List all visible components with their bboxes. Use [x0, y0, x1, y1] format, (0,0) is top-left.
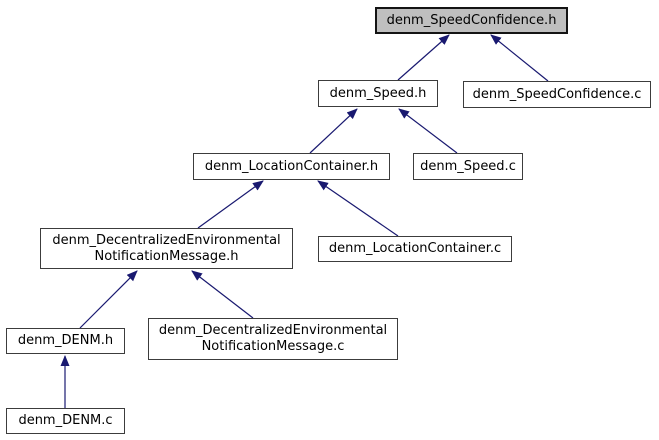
node-denm-decentralizedenvironmentalnotificationmessage-c[interactable]: denm_DecentralizedEnvironmental Notifica…	[148, 318, 398, 360]
node-denm-denm-h[interactable]: denm_DENM.h	[6, 328, 125, 354]
node-denm-speedconfidence-h: denm_SpeedConfidence.h	[375, 7, 568, 34]
node-label: denm_DENM.h	[17, 333, 114, 348]
edge-locationcontainer-c-to-locationcontainer-h	[317, 180, 399, 237]
node-label: denm_LocationContainer.h	[204, 158, 379, 174]
node-denm-locationcontainer-c[interactable]: denm_LocationContainer.c	[318, 236, 512, 262]
edge-denm-h-to-decentralizedenvironmentalnotificationmessage-h	[79, 270, 138, 329]
node-label: denm_DecentralizedEnvironmental Notifica…	[52, 232, 281, 264]
node-label: denm_Speed.c	[420, 158, 516, 174]
node-denm-speedconfidence-c[interactable]: denm_SpeedConfidence.c	[463, 81, 651, 108]
node-label: denm_SpeedConfidence.c	[472, 86, 642, 102]
edge-speed-c-to-speed-h	[398, 108, 458, 154]
node-label: denm_LocationContainer.c	[328, 241, 502, 256]
edge-speedconfidence-c-to-speedconfidence-h	[490, 34, 549, 82]
node-denm-speed-c[interactable]: denm_Speed.c	[413, 153, 523, 180]
edge-decentralizedenvironmentalnotificationmessage-h-to-locationcontainer-h	[197, 180, 264, 229]
node-label: denm_DecentralizedEnvironmental Notifica…	[158, 323, 388, 354]
edge-speed-h-to-speedconfidence-h	[397, 34, 450, 81]
edge-decentralizedenvironmentalnotificationmessage-c-to-decentralizedenvironmentalnotificationmessage-h	[191, 270, 254, 319]
node-label: denm_DENM.c	[18, 413, 113, 428]
node-denm-decentralizedenvironmentalnotificationmessage-h[interactable]: denm_DecentralizedEnvironmental Notifica…	[40, 228, 293, 269]
node-denm-denm-c[interactable]: denm_DENM.c	[6, 408, 125, 434]
node-label: denm_Speed.h	[329, 85, 427, 101]
edge-locationcontainer-h-to-speed-h	[309, 108, 358, 154]
node-denm-speed-h[interactable]: denm_Speed.h	[318, 80, 438, 107]
node-denm-locationcontainer-h[interactable]: denm_LocationContainer.h	[193, 153, 390, 180]
node-label: denm_SpeedConfidence.h	[386, 12, 557, 28]
